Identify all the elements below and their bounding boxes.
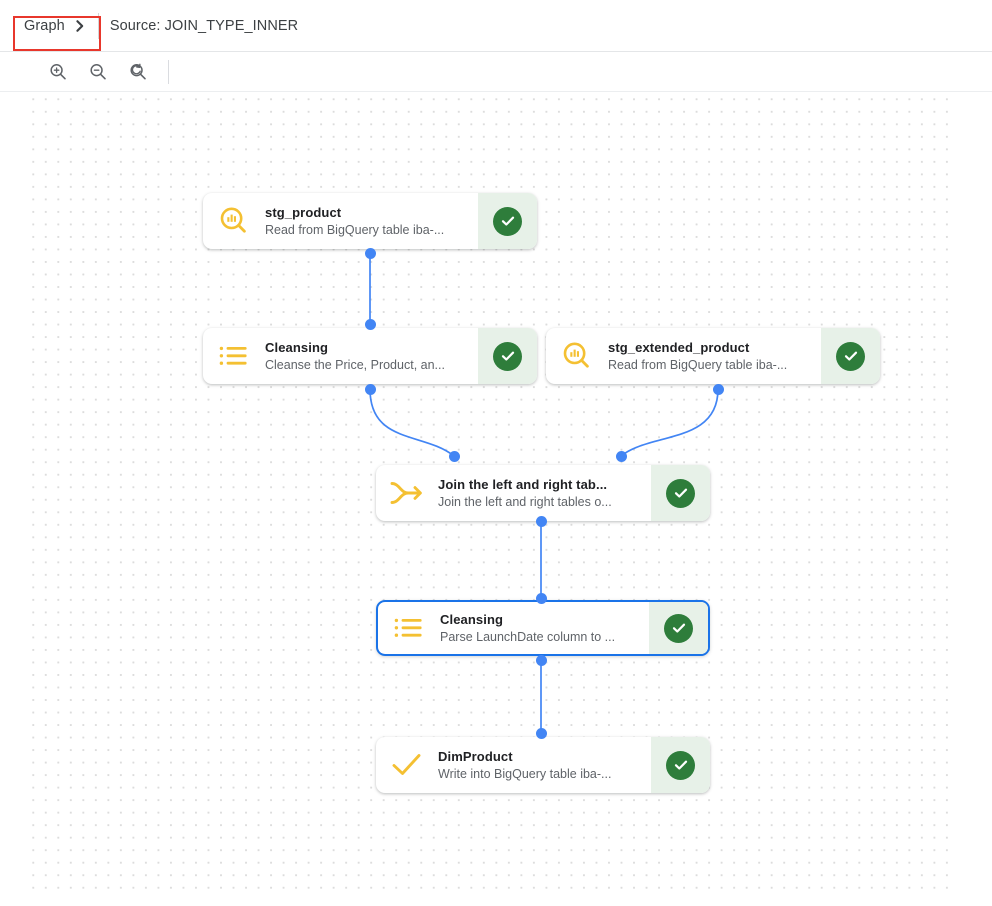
toolbar-divider <box>168 59 169 84</box>
check-circle-icon <box>666 478 695 508</box>
port-dot <box>364 383 376 395</box>
node-text: Join the left and right tab... Join the … <box>438 465 651 521</box>
status-badge <box>649 602 708 654</box>
cleansing-list-icon <box>378 602 440 654</box>
graph-node-stg_product[interactable]: stg_product Read from BigQuery table iba… <box>203 193 537 249</box>
check-circle-icon <box>836 341 865 371</box>
status-badge <box>651 465 710 521</box>
node-title: stg_product <box>265 204 342 220</box>
zoom-reset-icon[interactable] <box>122 56 154 88</box>
breadcrumb-divider <box>97 12 99 39</box>
status-badge <box>478 193 537 249</box>
cleansing-list-icon <box>203 328 265 384</box>
node-subtitle: Read from BigQuery table iba-... <box>608 357 788 372</box>
graph-node-cleansing_1[interactable]: Cleansing Cleanse the Price, Product, an… <box>203 328 537 384</box>
check-circle-icon <box>664 613 693 643</box>
node-text: Cleansing Parse LaunchDate column to ... <box>440 602 649 654</box>
bigquery-source-icon <box>546 328 608 384</box>
node-text: Cleansing Cleanse the Price, Product, an… <box>265 328 478 384</box>
breadcrumb-bar: Graph Source: JOIN_TYPE_INNER <box>0 0 992 52</box>
graph-toolbar <box>0 52 992 92</box>
node-text: stg_extended_product Read from BigQuery … <box>608 328 821 384</box>
status-badge <box>651 737 710 793</box>
graph-node-cleansing_2[interactable]: Cleansing Parse LaunchDate column to ... <box>376 600 710 656</box>
edge-stg_extended_product-join <box>620 388 719 457</box>
port-dot <box>712 383 724 395</box>
check-circle-icon <box>666 750 695 780</box>
port-dot <box>364 247 376 259</box>
port-dot <box>364 318 376 330</box>
node-subtitle: Read from BigQuery table iba-... <box>265 222 445 237</box>
join-merge-icon <box>376 465 438 521</box>
bigquery-source-icon <box>203 193 265 249</box>
port-dot <box>615 450 627 462</box>
zoom-out-icon[interactable] <box>82 56 114 88</box>
check-circle-icon <box>493 206 522 236</box>
breadcrumb-source-label: Source: JOIN_TYPE_INNER <box>109 17 299 34</box>
graph-canvas[interactable]: stg_product Read from BigQuery table iba… <box>26 92 952 894</box>
graph-node-stg_extended_product[interactable]: stg_extended_product Read from BigQuery … <box>546 328 880 384</box>
breadcrumb: Graph <box>24 18 86 34</box>
status-badge <box>821 328 880 384</box>
node-title: DimProduct <box>438 748 513 764</box>
port-dot <box>448 450 460 462</box>
node-text: DimProduct Write into BigQuery table iba… <box>438 737 651 793</box>
port-dot <box>535 654 547 666</box>
edge-cleansing_1-join <box>369 388 455 457</box>
chevron-right-icon[interactable] <box>74 19 86 33</box>
zoom-in-icon[interactable] <box>42 56 74 88</box>
sink-check-icon <box>376 737 438 793</box>
node-subtitle: Cleanse the Price, Product, an... <box>265 357 445 372</box>
node-subtitle: Parse LaunchDate column to ... <box>440 629 616 644</box>
breadcrumb-item-graph[interactable]: Graph <box>24 17 65 34</box>
graph-node-join[interactable]: Join the left and right tab... Join the … <box>376 465 710 521</box>
port-dot <box>535 592 547 604</box>
node-text: stg_product Read from BigQuery table iba… <box>265 193 478 249</box>
node-title: Cleansing <box>265 339 329 355</box>
graph-node-dimproduct[interactable]: DimProduct Write into BigQuery table iba… <box>376 737 710 793</box>
check-circle-icon <box>493 341 522 371</box>
port-dot <box>535 515 547 527</box>
node-subtitle: Write into BigQuery table iba-... <box>438 766 612 781</box>
port-dot <box>535 727 547 739</box>
node-title: Cleansing <box>440 611 504 627</box>
node-title: stg_extended_product <box>608 339 750 355</box>
status-badge <box>478 328 537 384</box>
node-title: Join the left and right tab... <box>438 476 608 492</box>
node-subtitle: Join the left and right tables o... <box>438 494 612 509</box>
